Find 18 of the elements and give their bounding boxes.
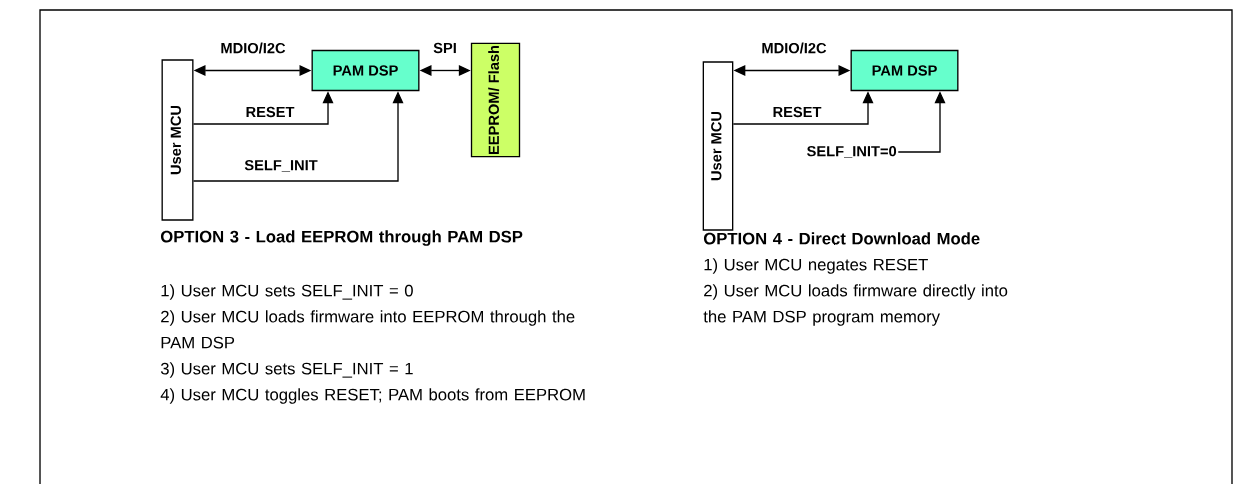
- step-text: 1) User MCU sets SELF_INIT = 0: [161, 284, 413, 300]
- mcu-box: User MCU: [161, 59, 194, 221]
- step-text: 2) User MCU loads firmware into EEPROM through the PAM DSP: [161, 310, 575, 349]
- edge-label: RESET: [771, 105, 823, 119]
- mcu-box: User MCU: [702, 61, 734, 231]
- step-text: 3) User MCU sets SELF_INIT = 1: [160, 362, 413, 378]
- step-text: 2) User MCU loads firmware directly into the PAM DSP program memory: [703, 284, 1008, 326]
- step-text: 1) User MCU negates RESET: [704, 258, 928, 274]
- edge-label: RESET: [244, 105, 296, 119]
- edge-label: SPI: [431, 41, 459, 55]
- dsp-box: PAM DSP: [311, 49, 420, 92]
- memory-box: EEPROM/ Flash: [470, 42, 521, 158]
- signal-text: SELF_INIT=0: [807, 146, 897, 158]
- dsp-box: PAM DSP: [850, 49, 959, 92]
- step-text: 4) User MCU toggles RESET; PAM boots from EEPROM: [160, 388, 585, 404]
- edge-label: MDIO/I2C: [219, 41, 287, 55]
- edge-label: MDIO/I2C: [760, 41, 828, 55]
- edge-label: SELF_INIT: [243, 158, 319, 174]
